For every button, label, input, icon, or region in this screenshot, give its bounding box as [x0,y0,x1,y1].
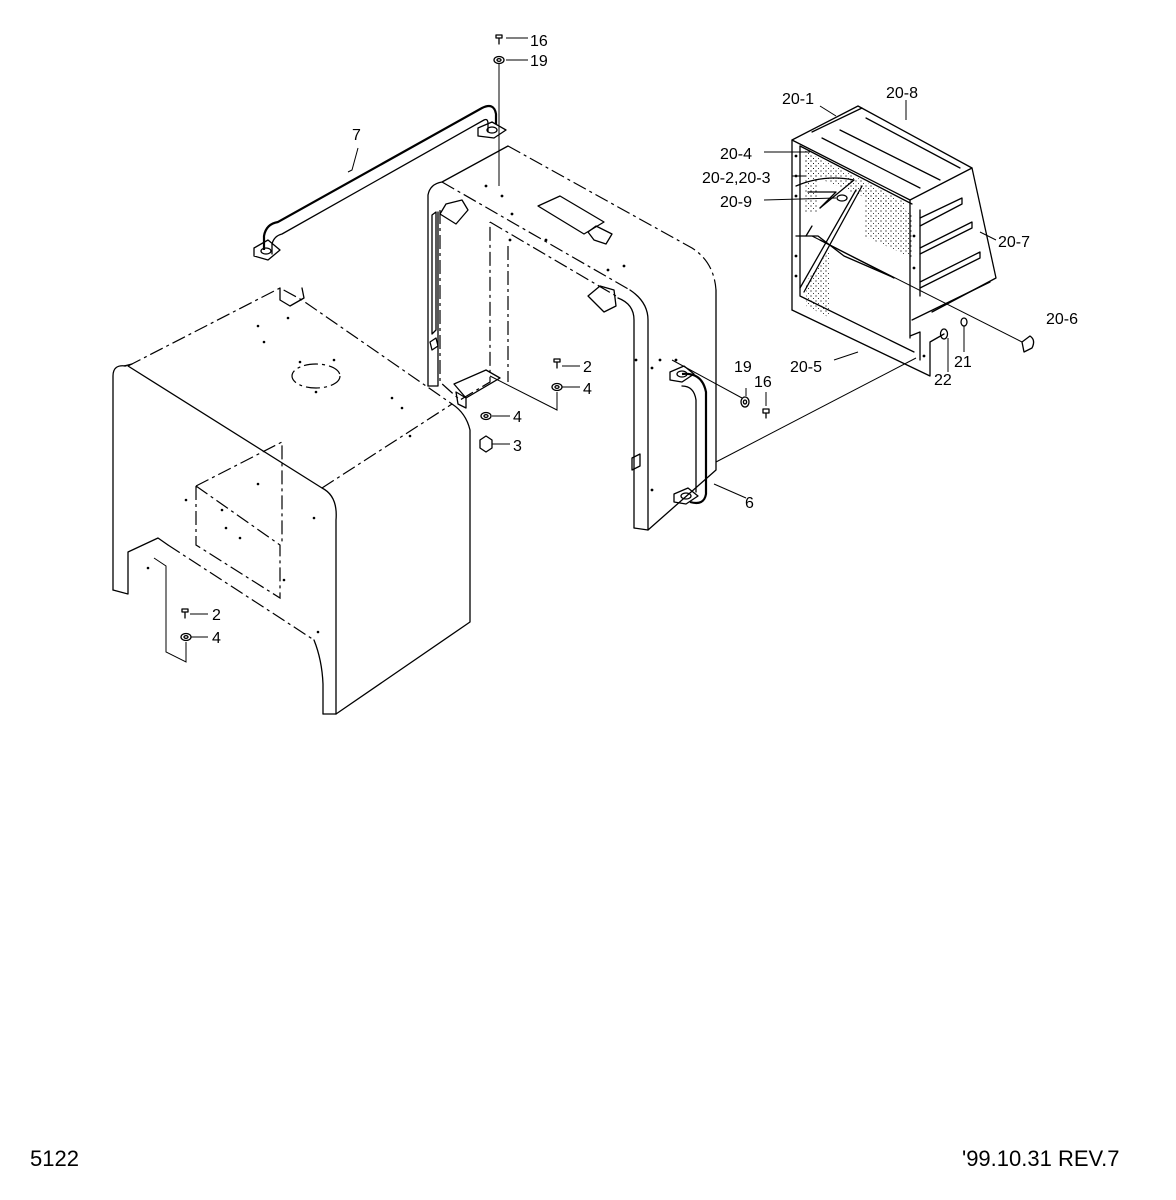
callout-20-4: 20-4 [720,146,752,163]
callout-20-2-20-3: 20-2,20-3 [702,170,771,187]
callout-2-mid: 2 [583,359,592,376]
callout-20-6: 20-6 [1046,311,1078,328]
callout-6: 6 [745,495,754,512]
callout-21: 21 [954,354,972,371]
callout-3: 3 [513,438,522,455]
callout-22: 22 [934,372,952,389]
callout-20-9: 20-9 [720,194,752,211]
callout-2-low: 2 [212,607,221,624]
callout-20-7: 20-7 [998,234,1030,251]
front-cover [112,287,471,715]
hand-rail-6 [669,365,708,505]
rear-cover [427,145,717,531]
callout-19-top: 19 [530,53,548,70]
callout-labels: 16 19 7 2 4 4 3 2 4 19 16 6 20-1 20-8 20… [212,33,1078,647]
callout-20-1: 20-1 [782,91,814,108]
hand-rail-7 [253,104,507,261]
callout-4-low: 4 [212,630,221,647]
callout-7: 7 [352,127,361,144]
callout-16-right: 16 [754,374,772,391]
callout-20-5: 20-5 [790,359,822,376]
callout-19-right: 19 [734,359,752,376]
callout-20-8: 20-8 [886,85,918,102]
page-number: 5122 [30,1146,79,1171]
hardware [180,34,1035,642]
revision-date: '99.10.31 REV.7 [962,1146,1120,1171]
leader-lines [153,37,1023,663]
callout-4-mid-right: 4 [583,381,592,398]
callout-16-top: 16 [530,33,548,50]
callout-4-mid: 4 [513,409,522,426]
